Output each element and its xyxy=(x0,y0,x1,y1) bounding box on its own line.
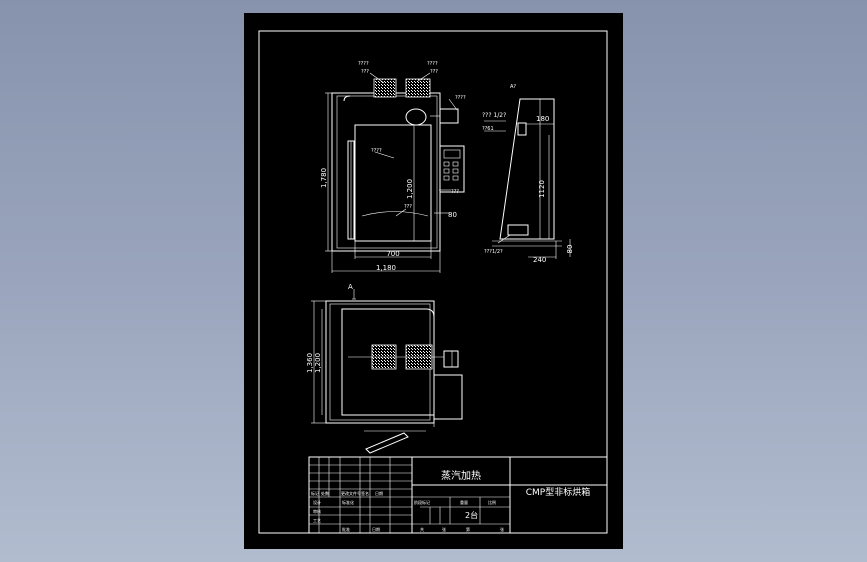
standard-label: 标准化 xyxy=(342,499,354,505)
sheet-unit-label: 张 xyxy=(442,526,446,532)
row-label-3: 更改文件号 xyxy=(341,490,361,496)
row-label-5: 日期 xyxy=(375,490,383,496)
control-panel xyxy=(439,145,465,193)
title-block: 蒸汽加热 CMP型非标烘箱 2台 标记 处数 更改文件号 签名 日期 设计 审核… xyxy=(308,456,608,534)
check-label: 审核 xyxy=(313,508,321,514)
dim-height-inner: 1,200 xyxy=(406,179,414,199)
label-b: ???? xyxy=(427,61,438,67)
front-inner-chamber xyxy=(354,124,432,242)
heater-box-right xyxy=(405,78,431,98)
dim-width-total: 1,180 xyxy=(376,264,396,272)
dim-80-side: 80 xyxy=(566,245,574,254)
drawing-sheet: ???? ???? ???? ???? ??? ??? ??? ??? 1,78… xyxy=(244,13,623,549)
product-name: CMP型非标烘箱 xyxy=(526,486,590,498)
label-h: ??? xyxy=(404,204,412,210)
drawing-border xyxy=(258,30,608,534)
label-d: ???? xyxy=(371,148,382,154)
section-mark-a: A xyxy=(348,283,353,291)
row-label-1: 标记 xyxy=(311,490,319,496)
dim-1200-plan: 1,200 xyxy=(314,353,322,373)
motor xyxy=(439,108,459,124)
row-label-4: 签名 xyxy=(361,490,369,496)
weight-label: 重量 xyxy=(460,499,468,505)
dim-side-80: 80 xyxy=(448,211,457,219)
side-label-top: A? xyxy=(510,84,516,90)
front-view: ???? ???? ???? ???? ??? ??? ??? ??? 1,78… xyxy=(320,61,466,273)
dim-1360: 1,360 xyxy=(306,353,314,373)
cad-drawing: ???? ???? ???? ???? ??? ??? ??? ??? 1,78… xyxy=(258,30,608,534)
row-label-2: 处数 xyxy=(321,490,329,496)
label-c: ???? xyxy=(455,95,466,101)
label-f: ??? xyxy=(430,69,438,75)
quantity: 2台 xyxy=(465,510,478,520)
side-view: A? ??? 1/2? ??61 ???1/2? 180 1120 240 80 xyxy=(482,84,574,264)
date-label: 日期 xyxy=(372,526,380,532)
heater-box-left xyxy=(373,78,397,98)
dim-180: 180 xyxy=(536,115,549,123)
pipe-label-mid: ??61 xyxy=(482,126,494,132)
dim-height-total: 1,780 xyxy=(320,168,328,188)
fan xyxy=(405,108,427,126)
plan-view: A 1,360 1,200 xyxy=(306,283,463,454)
side-outline xyxy=(499,98,555,240)
sheet-no-label: 第 xyxy=(466,526,470,532)
scale-label: 比例 xyxy=(488,499,496,505)
design-label: 设计 xyxy=(313,499,321,505)
sheet-total-label: 共 xyxy=(420,526,424,532)
label-g: ??? xyxy=(451,189,459,195)
drawing-title: 蒸汽加热 xyxy=(441,469,481,482)
dim-240: 240 xyxy=(533,256,546,264)
label-a: ???? xyxy=(358,61,369,67)
sheet-unit-label-2: 张 xyxy=(500,526,504,532)
stage-mark-label: 阶段标记 xyxy=(414,499,430,505)
pipe-label-top: ??? 1/2? xyxy=(482,112,506,119)
approve-label: 批准 xyxy=(342,526,350,532)
process-label: 工艺 xyxy=(313,518,321,523)
dim-width-inner: 700 xyxy=(386,250,399,258)
label-e: ??? xyxy=(361,69,369,75)
dim-1120: 1120 xyxy=(538,180,546,198)
pipe-label-bottom: ???1/2? xyxy=(484,249,503,255)
